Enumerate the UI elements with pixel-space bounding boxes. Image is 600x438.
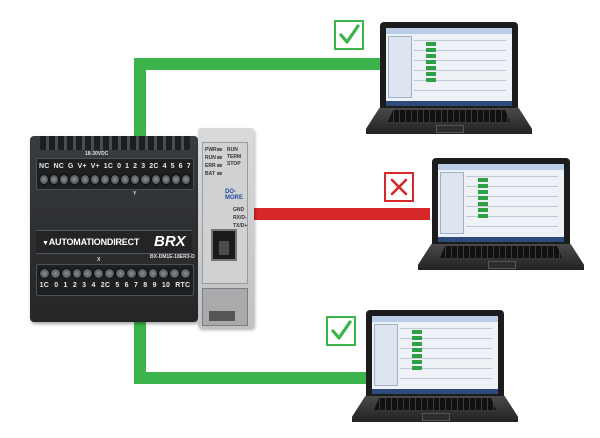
run-led bbox=[217, 156, 222, 159]
terminal-label: 1C bbox=[103, 163, 114, 170]
laptop-touchpad bbox=[436, 125, 464, 133]
terminal-label: 1 bbox=[125, 163, 130, 170]
terminal-label: G bbox=[67, 163, 74, 170]
terminal-label: 10 bbox=[161, 282, 171, 289]
top-connection-line-vertical bbox=[134, 58, 146, 136]
terminal-label: RTC bbox=[175, 282, 191, 289]
terminal-label: 5 bbox=[115, 282, 120, 289]
terminal-label: 1C bbox=[39, 282, 49, 289]
laptop-bottom bbox=[352, 310, 518, 428]
laptop-touchpad bbox=[422, 413, 450, 421]
model-number: BX-DM1E-18ER3-D bbox=[150, 254, 195, 260]
terminal-label: NC bbox=[53, 163, 64, 170]
middle-connection-line bbox=[250, 208, 430, 220]
laptop-keyboard bbox=[388, 110, 510, 122]
led-label-pwr: PWR bbox=[205, 147, 217, 153]
terminal-label: 3 bbox=[82, 282, 87, 289]
terminal-label: 6 bbox=[178, 163, 183, 170]
cpu-lower-cover bbox=[202, 288, 248, 326]
err-led bbox=[217, 164, 222, 167]
terminal-label: 2C bbox=[100, 282, 111, 289]
terminal-label: 2C bbox=[149, 163, 159, 170]
bottom-connection-line-vertical bbox=[134, 310, 146, 384]
terminal-label: 0 bbox=[54, 282, 59, 289]
checkmark-icon bbox=[331, 320, 352, 340]
led-label-bat: BAT bbox=[205, 171, 215, 177]
laptop-middle bbox=[418, 158, 584, 276]
laptop-screen bbox=[386, 28, 512, 106]
brx-logo: BRX bbox=[154, 233, 186, 250]
laptop-screen bbox=[438, 164, 564, 242]
terminal-label: 6 bbox=[124, 282, 129, 289]
switch-label-stop: STOP bbox=[227, 161, 241, 167]
middle-status-x-box bbox=[384, 172, 414, 202]
bottom-connection-line-horizontal bbox=[134, 372, 374, 384]
do-more-logo: DO-MORE bbox=[225, 189, 243, 201]
top-terminal-screws bbox=[39, 174, 192, 186]
laptop-top bbox=[366, 22, 532, 140]
terminal-label: 3 bbox=[141, 163, 146, 170]
cpu-module: PWR RUN ERR BAT RUN TERM STOP DO-MORE GN… bbox=[198, 128, 254, 328]
automationdirect-logo: ▼AUTOMATIONDIRECT bbox=[42, 237, 140, 247]
brand-strip: ▼AUTOMATIONDIRECT BRX bbox=[36, 230, 192, 254]
laptop-lid bbox=[380, 22, 518, 110]
laptop-lid bbox=[432, 158, 570, 246]
terminal-label: 0 bbox=[117, 163, 122, 170]
port-label-rx: RX/D- bbox=[233, 215, 247, 221]
terminal-label: 5 bbox=[170, 163, 175, 170]
terminal-label: 4 bbox=[91, 282, 96, 289]
brand-name: AUTOMATIONDIRECT bbox=[48, 237, 140, 247]
terminal-label: 2 bbox=[72, 282, 77, 289]
terminal-label: 9 bbox=[152, 282, 157, 289]
checkmark-icon bbox=[339, 24, 360, 44]
switch-label-term: TERM bbox=[227, 154, 242, 160]
laptop-keyboard bbox=[374, 398, 496, 410]
laptop-lid bbox=[366, 310, 504, 398]
plc-cooling-ribs bbox=[40, 136, 190, 150]
port-label-gnd: GND bbox=[233, 207, 245, 213]
terminal-label: 7 bbox=[133, 282, 139, 289]
top-connection-line-horizontal bbox=[134, 58, 390, 70]
x-mark-icon bbox=[390, 178, 408, 196]
input-group-label: X bbox=[97, 257, 101, 263]
laptop-keyboard bbox=[440, 246, 562, 258]
terminal-label: V+ bbox=[90, 163, 100, 170]
terminal-label: 4 bbox=[162, 163, 167, 170]
led-label-err: ERR bbox=[205, 163, 216, 169]
led-label-run: RUN bbox=[205, 155, 216, 161]
supply-voltage-label: 18-30VDC bbox=[85, 151, 109, 157]
laptop-touchpad bbox=[488, 261, 516, 269]
terminal-label: 1 bbox=[63, 282, 68, 289]
bottom-terminal-screws bbox=[39, 268, 192, 280]
top-status-checkmark-box bbox=[334, 20, 364, 50]
laptop-screen bbox=[372, 316, 498, 394]
port-label-tx: TX/D+ bbox=[233, 223, 248, 229]
switch-label-run: RUN bbox=[227, 147, 238, 153]
terminal-label: 8 bbox=[143, 282, 148, 289]
bottom-status-checkmark-box bbox=[326, 316, 356, 346]
pwr-led bbox=[217, 148, 222, 151]
cpu-front-panel: PWR RUN ERR BAT RUN TERM STOP DO-MORE GN… bbox=[202, 142, 248, 284]
ethernet-port bbox=[211, 229, 237, 261]
output-group-label: Y bbox=[133, 191, 137, 197]
terminal-label: 7 bbox=[186, 163, 191, 170]
terminal-label: V+ bbox=[77, 163, 87, 170]
terminal-label: 2 bbox=[133, 163, 138, 170]
bat-led bbox=[217, 172, 222, 175]
terminal-label: NC bbox=[38, 163, 50, 170]
